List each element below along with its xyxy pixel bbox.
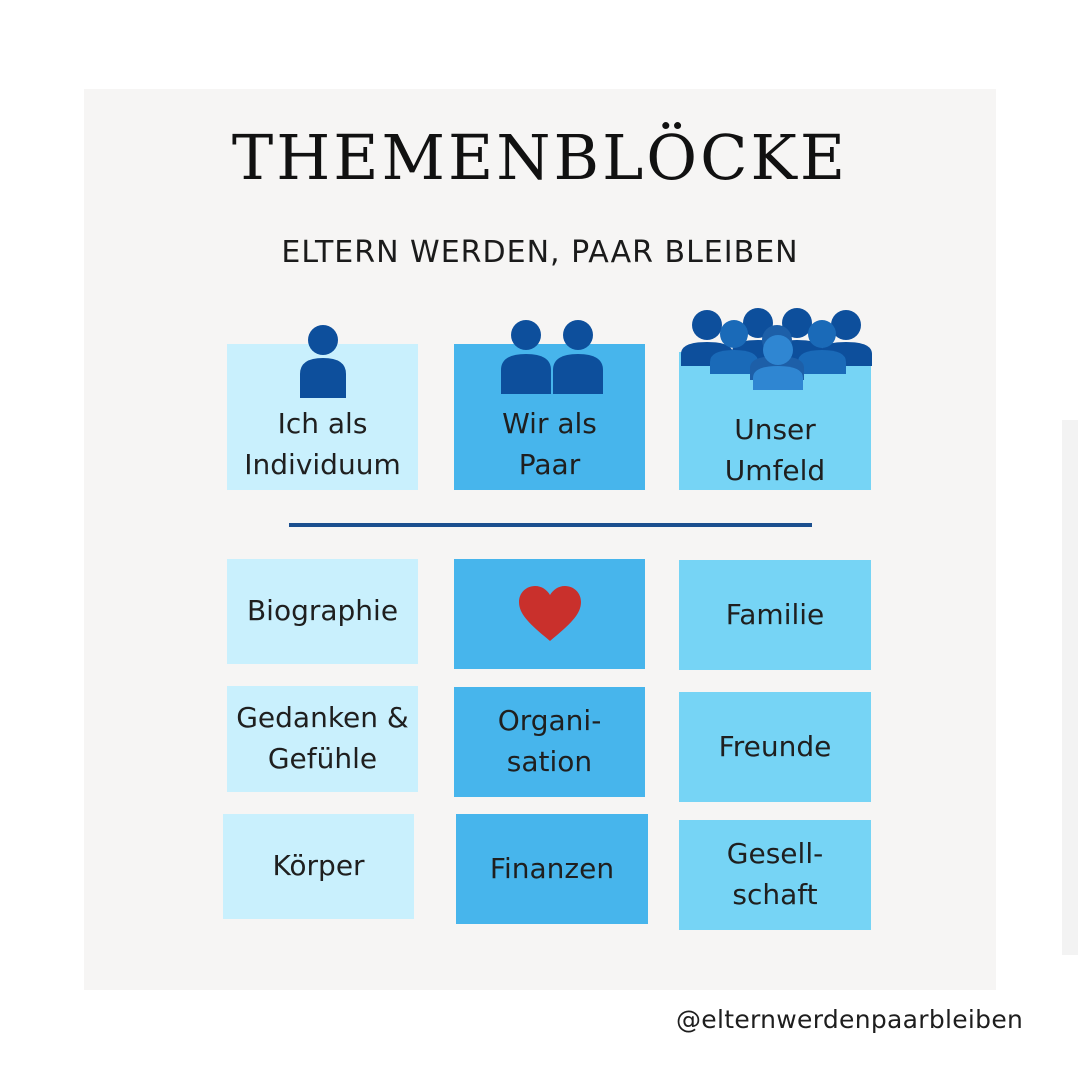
heart-icon (518, 586, 581, 641)
social-handle: @elternwerdenpaarbleiben (676, 1005, 1024, 1034)
column-header-label: Wir als Paar (502, 407, 597, 481)
topic-label: Gesell- schaft (726, 837, 824, 911)
topic-label: Biographie (246, 594, 399, 628)
page-title: THEMENBLÖCKE (231, 121, 849, 194)
topic-card-familie: Familie (679, 560, 871, 670)
couple-icon (501, 320, 603, 394)
topic-label: Körper (272, 849, 365, 883)
topic-label: Organi- sation (497, 704, 602, 778)
column-header-umfeld: Unser Umfeld (679, 352, 871, 490)
topic-card-koerper: Körper (223, 814, 414, 919)
topic-label: Gedanken & Gefühle (236, 701, 409, 775)
person-icon (300, 325, 346, 398)
topic-card-finanzen: Finanzen (456, 814, 648, 924)
topic-card-organisation: Organi- sation (454, 687, 645, 797)
topic-card-gesellschaft: Gesell- schaft (679, 820, 871, 930)
topic-label: Finanzen (489, 851, 615, 885)
topic-label: Freunde (718, 729, 832, 763)
topic-card-biographie: Biographie (227, 559, 418, 664)
group-icon (681, 308, 872, 390)
column-header-label: Ich als Individuum (244, 407, 401, 481)
edge-strip (1062, 420, 1078, 955)
section-divider (289, 523, 812, 527)
topic-card-gedanken-gefuehle: Gedanken & Gefühle (227, 686, 418, 792)
page-subtitle: ELTERN WERDEN, PAAR BLEIBEN (281, 235, 799, 270)
topic-card-heart (454, 559, 645, 669)
topic-card-freunde: Freunde (679, 692, 871, 802)
topic-label: Familie (725, 597, 825, 631)
column-header-label: Unser Umfeld (724, 413, 826, 487)
